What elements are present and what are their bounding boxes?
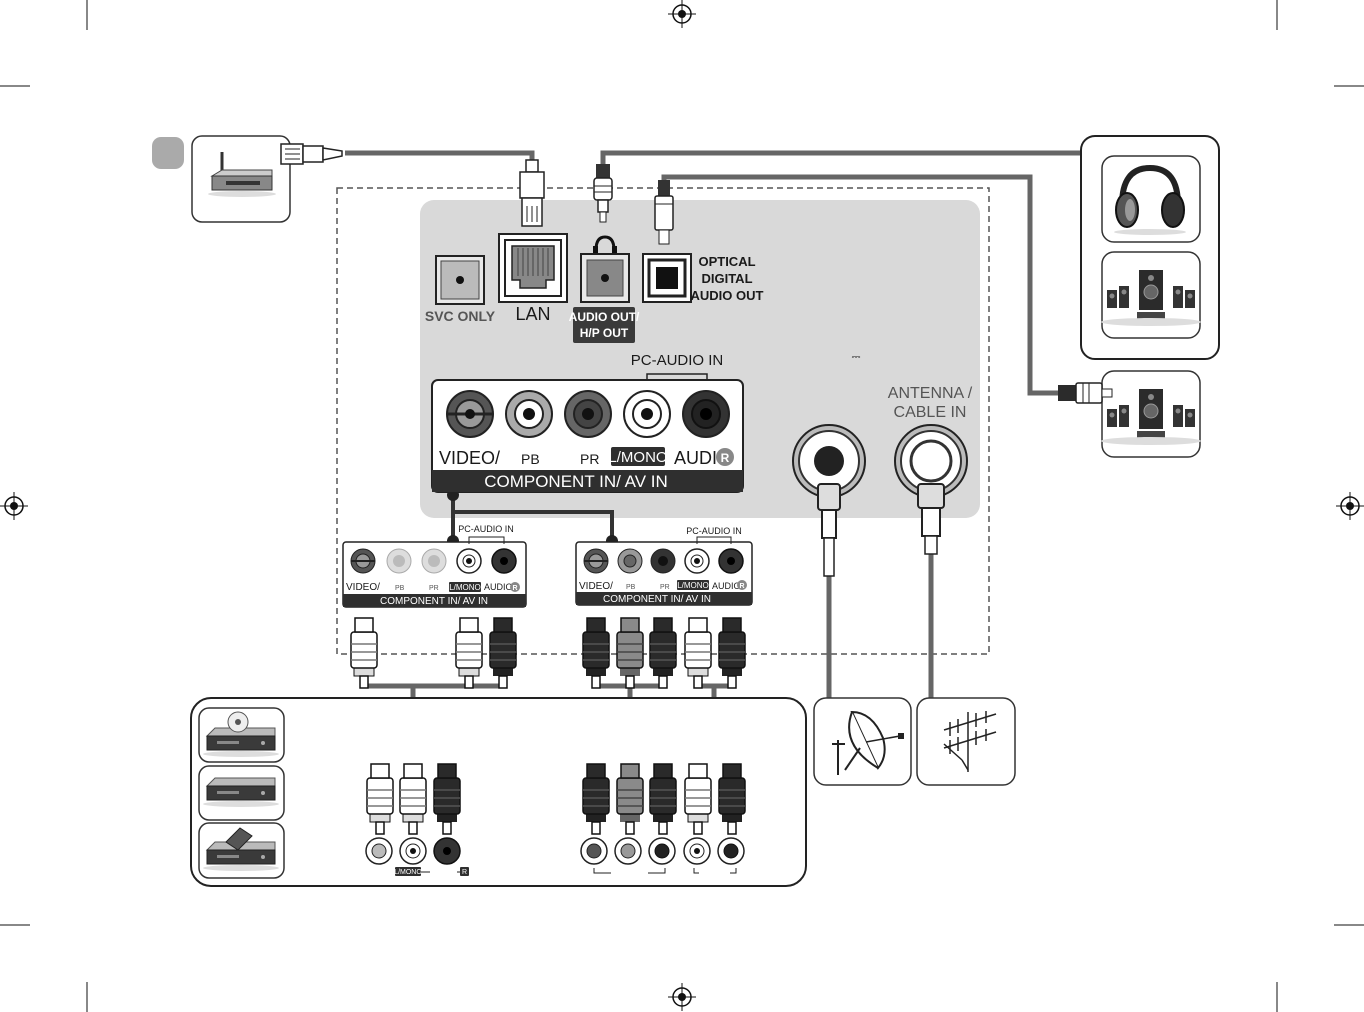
right-r-badge xyxy=(737,580,747,590)
headphone-plug xyxy=(593,164,613,223)
lan-port xyxy=(498,233,568,303)
l-mono-label: L/MONO xyxy=(608,449,667,466)
jack-r-label: R xyxy=(462,869,467,876)
device-jacks-left xyxy=(365,837,461,865)
dvd-player-device xyxy=(198,707,285,763)
dc-symbol: ⎓ xyxy=(852,351,861,363)
jack-l-mono-bg xyxy=(395,867,421,876)
component-av-block xyxy=(431,379,744,493)
antenna-icon xyxy=(943,711,997,772)
step-badge xyxy=(152,137,184,169)
jack-r-bg xyxy=(460,867,469,876)
audio-l-jack xyxy=(623,390,671,438)
optical-label-3: AUDIO OUT xyxy=(691,288,764,303)
optical-label-1: OPTICAL xyxy=(698,254,755,269)
rca-plugs-upper xyxy=(350,617,746,689)
vcr-device xyxy=(198,765,285,821)
hp-out-label: H/P OUT xyxy=(580,326,629,340)
right-video-label: VIDEO/ xyxy=(579,581,613,592)
left-r-badge xyxy=(510,582,520,592)
right-pr-label: PR xyxy=(660,584,670,591)
right-audio-label: AUDIO xyxy=(712,581,741,591)
optical-port xyxy=(642,253,692,303)
svc-only-port xyxy=(435,255,485,305)
audio-out-label-bg xyxy=(573,307,635,343)
jack-l-mono-label: L/MONO xyxy=(394,869,422,876)
antenna-label-1: ANTENNA / xyxy=(888,385,973,402)
optical-speaker-device xyxy=(1058,370,1202,458)
left-l-mono-label: L/MONO xyxy=(449,583,481,592)
satellite-plug xyxy=(817,483,841,577)
pb-jack xyxy=(505,390,553,438)
device-jacks-right xyxy=(580,837,745,874)
left-port-strip xyxy=(342,536,527,608)
left-pc-audio-in-label: PC-AUDIO IN xyxy=(458,524,514,534)
audio-out-port xyxy=(580,253,630,303)
port-link-lines xyxy=(451,495,614,541)
video-jack xyxy=(446,390,494,438)
component-in-label: COMPONENT IN/ AV IN xyxy=(484,472,668,491)
router-icon xyxy=(208,152,276,197)
antenna-label-2: CABLE IN xyxy=(894,404,967,421)
registration-mark-left xyxy=(0,491,29,521)
pc-audio-in-label: PC-AUDIO IN xyxy=(631,352,724,369)
source-device-panel xyxy=(190,697,807,887)
left-pr-label: PR xyxy=(429,585,439,592)
right-l-mono-label: L/MONO xyxy=(677,581,709,590)
left-l-mono-bg xyxy=(449,582,481,592)
audio-output-group xyxy=(1080,135,1220,360)
dvd-player-icon xyxy=(202,727,280,758)
headphone-jack-icon xyxy=(593,235,617,254)
left-audio-label: AUDIO xyxy=(484,582,513,592)
router-device xyxy=(191,135,291,223)
satellite-dish-icon xyxy=(832,710,904,775)
audio-label: AUDIO xyxy=(674,448,731,468)
pb-label: PB xyxy=(521,451,540,467)
left-video-label: VIDEO/ xyxy=(346,582,380,593)
right-r-label: R xyxy=(739,583,744,590)
antenna-port xyxy=(894,424,968,498)
headphones-icon xyxy=(1114,164,1186,235)
optical-label-2: DIGITAL xyxy=(701,271,752,286)
svc-only-label: SVC ONLY xyxy=(425,308,496,324)
lan-plug-router xyxy=(280,143,343,165)
l-mono-label-bg xyxy=(611,447,665,466)
left-r-label: R xyxy=(512,585,517,592)
settop-device xyxy=(198,822,285,879)
lan-plug-tv xyxy=(519,159,545,227)
satellite-device xyxy=(813,697,912,786)
right-pc-audio-in-label: PC-AUDIO IN xyxy=(686,526,742,536)
r-label: R xyxy=(721,451,730,465)
pr-label: PR xyxy=(580,451,599,467)
registration-mark-bottom xyxy=(667,982,697,1012)
video-label: VIDEO/ xyxy=(439,448,500,468)
optical-plug-tv xyxy=(654,180,674,245)
left-pb-label: PB xyxy=(395,585,405,592)
vcr-icon xyxy=(202,777,280,808)
antenna-plug xyxy=(917,483,945,555)
audio-r-jack xyxy=(682,390,730,438)
left-component-in-label: COMPONENT IN/ AV IN xyxy=(380,596,488,607)
right-l-mono-bg xyxy=(677,580,709,590)
right-pb-label: PB xyxy=(626,584,636,591)
lan-label: LAN xyxy=(515,304,550,324)
right-component-in-label: COMPONENT IN/ AV IN xyxy=(603,594,711,605)
optical-plug-speaker xyxy=(1058,382,1113,404)
antenna-device xyxy=(916,697,1016,786)
audio-out-label: AUDIO OUT/ xyxy=(569,310,640,324)
satellite-port xyxy=(792,424,866,498)
registration-mark-top xyxy=(667,0,697,29)
r-badge xyxy=(716,448,734,466)
pr-jack xyxy=(564,390,612,438)
registration-mark-right xyxy=(1335,491,1364,521)
